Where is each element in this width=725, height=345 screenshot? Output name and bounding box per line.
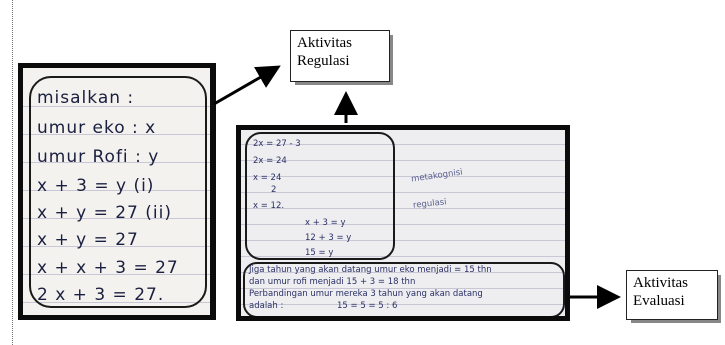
handwritten-text: Perbandingan umur mereka 3 tahun yang ak… [249, 289, 483, 299]
ruled-line [23, 274, 210, 275]
ruled-line [241, 144, 565, 145]
photo-handwriting-left: misalkan : umur eko : x umur Rofi : y x … [18, 63, 216, 320]
label-line: Aktivitas [297, 35, 352, 51]
handwritten-math: x = 24 [253, 173, 282, 183]
handwritten-line: x + y = 27 [37, 230, 139, 250]
handwritten-math: 2 [271, 185, 277, 195]
handwritten-math: 2x = 27 - 3 [253, 139, 301, 149]
highlight-rounded-box [29, 76, 207, 308]
ruled-line [23, 246, 210, 247]
handwritten-math: x + 3 = y [305, 218, 346, 228]
handwritten-line: umur eko : x [37, 118, 157, 138]
handwritten-line: misalkan : [37, 88, 135, 108]
handwritten-math: 15 = y [305, 248, 334, 258]
handwritten-text: adalah : [249, 301, 284, 311]
handwritten-text: 15 = 5 = 5 : 6 [337, 301, 398, 311]
handwritten-text: Jiga tahun yang akan datang umur eko men… [249, 265, 492, 275]
arrow-to-regulasi-left [213, 65, 281, 106]
handwritten-text: dan umur rofi menjadi 15 + 3 = 18 thn [249, 277, 416, 287]
ruled-line [241, 208, 565, 209]
label-line: Evaluasi [633, 293, 685, 309]
ruled-line [241, 304, 565, 305]
ruled-line [241, 224, 565, 225]
highlight-box-evaluation [243, 262, 565, 316]
label-aktivitas-regulasi: Aktivitas Regulasi [290, 30, 393, 85]
ruled-line [241, 272, 565, 273]
ruled-line [241, 192, 565, 193]
ruled-line [241, 176, 565, 177]
page-margin-line [12, 0, 13, 345]
ruled-line [241, 240, 565, 241]
ruled-line [241, 288, 565, 289]
ruled-line [23, 162, 210, 163]
handwritten-line: x + y = 27 (ii) [37, 203, 172, 223]
ruled-line [23, 302, 210, 303]
ruled-line [23, 190, 210, 191]
label-aktivitas-evaluasi: Aktivitas Evaluasi [626, 270, 721, 323]
handwritten-line: 2 x + 3 = 27. [37, 285, 165, 305]
handwritten-line: x + 3 = y (i) [37, 176, 155, 196]
handwritten-line: x + x + 3 = 27 [37, 258, 179, 278]
ruled-line [23, 106, 210, 107]
handwritten-math: x = 12. [253, 201, 285, 211]
handwritten-math: 2x = 24 [253, 156, 287, 166]
handwritten-math: 12 + 3 = y [305, 233, 352, 243]
handwritten-line: umur Rofi : y [37, 147, 160, 167]
ruled-line [23, 134, 210, 135]
label-line: Regulasi [297, 53, 350, 69]
highlight-box-regulation [245, 132, 395, 260]
label-line: Aktivitas [633, 275, 688, 291]
ruled-line [23, 218, 210, 219]
ruled-line [241, 256, 565, 257]
ruled-line [241, 160, 565, 161]
photo-handwriting-right: 2x = 27 - 3 2x = 24 x = 24 2 x = 12. x +… [236, 125, 570, 321]
